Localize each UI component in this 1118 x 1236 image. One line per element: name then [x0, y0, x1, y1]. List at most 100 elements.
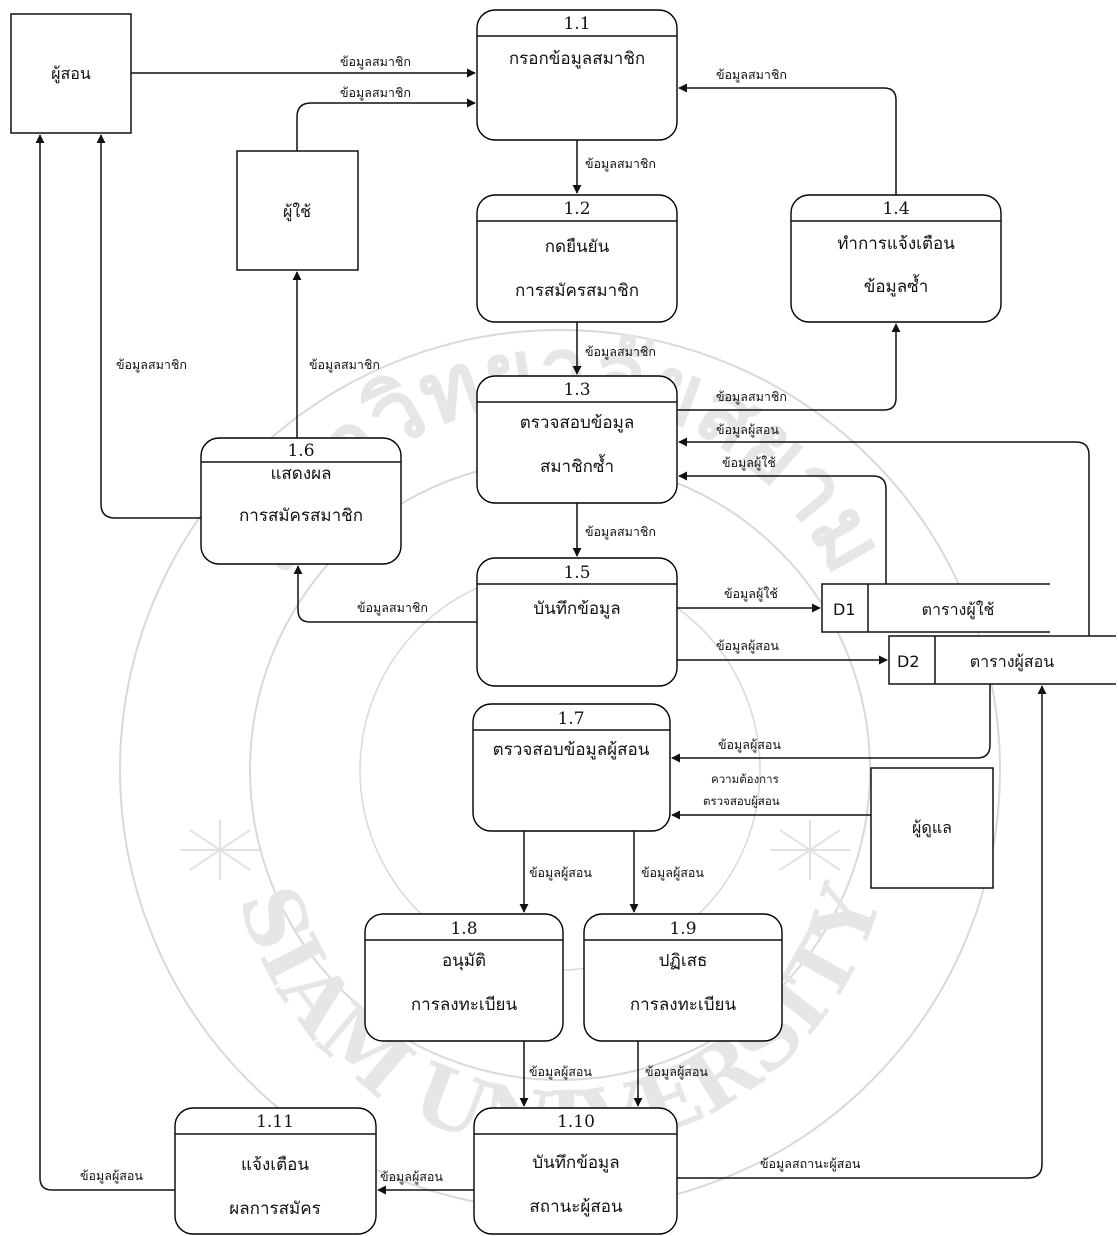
flow-user-to-1-1-label: ข้อมูลสมาชิก	[340, 85, 411, 101]
flow-d2-to-1-7: ข้อมูลผู้สอน	[671, 684, 991, 763]
process-1-6: 1.6 แสดงผล การสมัครสมาชิก	[200, 437, 402, 565]
flow-1-3-to-1-4-label: ข้อมูลสมาชิก	[716, 389, 787, 405]
process-1-7: 1.7 ตรวจสอบข้อมูลผู้สอน	[472, 703, 671, 832]
flow-1-10-to-1-11-label: ข้อมูลผู้สอน	[380, 1169, 443, 1185]
datastore-d1-id: D1	[833, 600, 856, 619]
flow-1-6-to-tutor: ข้อมูลสมาชิก	[96, 134, 201, 519]
flow-1-11-to-tutor: ข้อมูลผู้สอน	[35, 134, 175, 1191]
process-1-3-title-line2: สมาชิกซ้ำ	[540, 454, 614, 477]
flow-1-6-to-user-label: ข้อมูลสมาชิก	[309, 357, 380, 373]
process-1-6-title-line2: การสมัครสมาชิก	[239, 506, 363, 526]
process-1-8-title-line2: การลงทะเบียน	[411, 995, 518, 1015]
flow-1-2-to-1-3: ข้อมูลสมาชิก	[572, 322, 656, 375]
process-1-7-number: 1.7	[557, 709, 584, 729]
process-1-11: 1.11 แจ้งเตือน ผลการสมัคร	[174, 1107, 377, 1235]
flow-1-5-to-1-6: ข้อมูลสมาชิก	[293, 565, 477, 623]
process-1-1-number: 1.1	[563, 14, 590, 34]
process-1-10-title-line2: สถานะผู้สอน	[529, 1197, 623, 1217]
entity-admin-label: ผู้ดูแล	[912, 818, 952, 838]
entity-tutor-label: ผู้สอน	[51, 64, 91, 84]
flow-1-7-to-1-9: ข้อมูลผู้สอน	[629, 831, 704, 913]
process-1-9: 1.9 ปฏิเสธ การลงทะเบียน	[583, 913, 783, 1042]
process-1-4-number: 1.4	[882, 199, 909, 219]
process-1-3-title-line1: ตรวจสอบข้อมูล	[520, 413, 635, 433]
flow-1-7-to-1-9-label: ข้อมูลผู้สอน	[641, 865, 704, 881]
process-1-4-title-line2: ข้อมูลซ้ำ	[864, 274, 929, 297]
flow-1-3-to-1-4: ข้อมูลสมาชิก	[677, 323, 901, 411]
process-1-5-number: 1.5	[563, 563, 590, 583]
flow-1-4-to-1-1: ข้อมูลสมาชิก	[678, 67, 897, 195]
process-1-3: 1.3 ตรวจสอบข้อมูล สมาชิกซ้ำ	[476, 375, 678, 504]
flow-d1-to-1-3-label: ข้อมูลผู้ใช้	[722, 455, 776, 471]
watermark-star-left	[180, 820, 260, 880]
flow-d2-to-1-7-label: ข้อมูลผู้สอน	[718, 737, 781, 753]
flow-1-6-to-tutor-label: ข้อมูลสมาชิก	[116, 357, 187, 373]
flow-1-10-to-d2: ข้อมูลสถานะผู้สอน	[677, 685, 1047, 1179]
process-1-11-title-line1: แจ้งเตือน	[241, 1155, 309, 1175]
flow-d2-to-1-3: ข้อมูลผู้สอน	[678, 422, 1090, 636]
flow-1-2-to-1-3-label: ข้อมูลสมาชิก	[585, 344, 656, 360]
flow-1-4-to-1-1-label: ข้อมูลสมาชิก	[716, 67, 787, 83]
process-1-9-number: 1.9	[669, 919, 696, 939]
process-1-4: 1.4 ทำการแจ้งเตือน ข้อมูลซ้ำ	[790, 194, 1002, 323]
flow-1-9-to-1-10: ข้อมูลผู้สอน	[633, 1041, 708, 1107]
process-1-9-title-line1: ปฏิเสธ	[659, 951, 708, 971]
flow-1-5-to-d1: ข้อมูลผู้ใช้	[677, 586, 821, 613]
flow-1-3-to-1-5: ข้อมูลสมาชิก	[572, 503, 656, 557]
process-1-8: 1.8 อนุมัติ การลงทะเบียน	[364, 913, 564, 1042]
datastore-d2-name: ตารางผู้สอน	[970, 652, 1055, 672]
process-1-10: 1.10 บันทึกข้อมูล สถานะผู้สอน	[473, 1107, 678, 1235]
flow-1-5-to-d1-label: ข้อมูลผู้ใช้	[724, 586, 778, 602]
watermark-star-right	[770, 820, 850, 880]
flow-1-3-to-1-5-label: ข้อมูลสมาชิก	[585, 524, 656, 540]
flow-1-8-to-1-10: ข้อมูลผู้สอน	[519, 1041, 592, 1107]
flow-1-1-to-1-2-label: ข้อมูลสมาชิก	[585, 156, 656, 172]
flow-d1-to-1-3: ข้อมูลผู้ใช้	[678, 455, 887, 584]
flow-1-5-to-1-6-label: ข้อมูลสมาชิก	[357, 600, 428, 616]
flow-1-7-to-1-8-label: ข้อมูลผู้สอน	[529, 865, 592, 881]
flow-tutor-to-1-1: ข้อมูลสมาชิก	[131, 54, 476, 78]
process-1-10-number: 1.10	[557, 1112, 595, 1132]
entity-user-label: ผู้ใช้	[283, 202, 311, 222]
process-1-9-title-line2: การลงทะเบียน	[630, 995, 737, 1015]
entity-admin: ผู้ดูแล	[870, 767, 994, 889]
flow-1-5-to-d2: ข้อมูลผู้สอน	[677, 638, 888, 665]
flow-user-to-1-1: ข้อมูลสมาชิก	[296, 85, 476, 151]
datastore-d2-id: D2	[897, 652, 920, 671]
flow-1-9-to-1-10-label: ข้อมูลผู้สอน	[645, 1064, 708, 1080]
datastore-d1: D1 ตารางผู้ใช้	[821, 583, 1050, 633]
process-1-2: 1.2 กดยืนยัน การสมัครสมาชิก	[476, 194, 678, 323]
flow-tutor-to-1-1-label: ข้อมูลสมาชิก	[340, 54, 411, 70]
process-1-10-title-line1: บันทึกข้อมูล	[532, 1153, 619, 1173]
flow-admin-to-1-7-label-line1: ความต้องการ	[711, 772, 779, 786]
entity-tutor: ผู้สอน	[10, 13, 132, 134]
process-1-11-title-line2: ผลการสมัคร	[229, 1199, 320, 1219]
process-1-1-title: กรอกข้อมูลสมาชิก	[509, 49, 645, 69]
process-1-8-title-line1: อนุมัติ	[442, 951, 486, 971]
flow-1-1-to-1-2: ข้อมูลสมาชิก	[572, 140, 656, 194]
flow-admin-to-1-7-label-line2: ตรวจสอบผู้สอน	[703, 794, 780, 808]
process-1-3-number: 1.3	[563, 380, 590, 400]
process-1-1: 1.1 กรอกข้อมูลสมาชิก	[476, 9, 678, 141]
process-1-2-title-line1: กดยืนยัน	[545, 237, 610, 257]
entity-user: ผู้ใช้	[236, 150, 359, 271]
process-1-2-title-line2: การสมัครสมาชิก	[515, 281, 639, 301]
process-1-5-title: บันทึกข้อมูล	[533, 599, 620, 619]
process-1-7-title: ตรวจสอบข้อมูลผู้สอน	[493, 740, 650, 760]
flow-d2-to-1-3-label: ข้อมูลผู้สอน	[716, 422, 779, 438]
process-1-6-number: 1.6	[287, 441, 314, 461]
process-1-4-title-line1: ทำการแจ้งเตือน	[837, 234, 955, 254]
flow-1-11-to-tutor-label: ข้อมูลผู้สอน	[80, 1168, 143, 1184]
datastore-d1-name: ตารางผู้ใช้	[922, 600, 995, 620]
process-1-6-title-line1: แสดงผล	[270, 464, 331, 484]
flow-1-6-to-user: ข้อมูลสมาชิก	[292, 271, 380, 438]
process-1-5: 1.5 บันทึกข้อมูล	[476, 557, 678, 687]
flow-1-8-to-1-10-label: ข้อมูลผู้สอน	[529, 1064, 592, 1080]
process-1-11-number: 1.11	[256, 1112, 294, 1132]
flow-1-7-to-1-8: ข้อมูลผู้สอน	[519, 831, 592, 913]
flow-1-5-to-d2-label: ข้อมูลผู้สอน	[716, 638, 779, 654]
flow-1-10-to-1-11: ข้อมูลผู้สอน	[377, 1169, 474, 1195]
datastore-d2: D2 ตารางผู้สอน	[888, 635, 1116, 685]
flow-1-10-to-d2-label: ข้อมูลสถานะผู้สอน	[760, 1156, 861, 1172]
